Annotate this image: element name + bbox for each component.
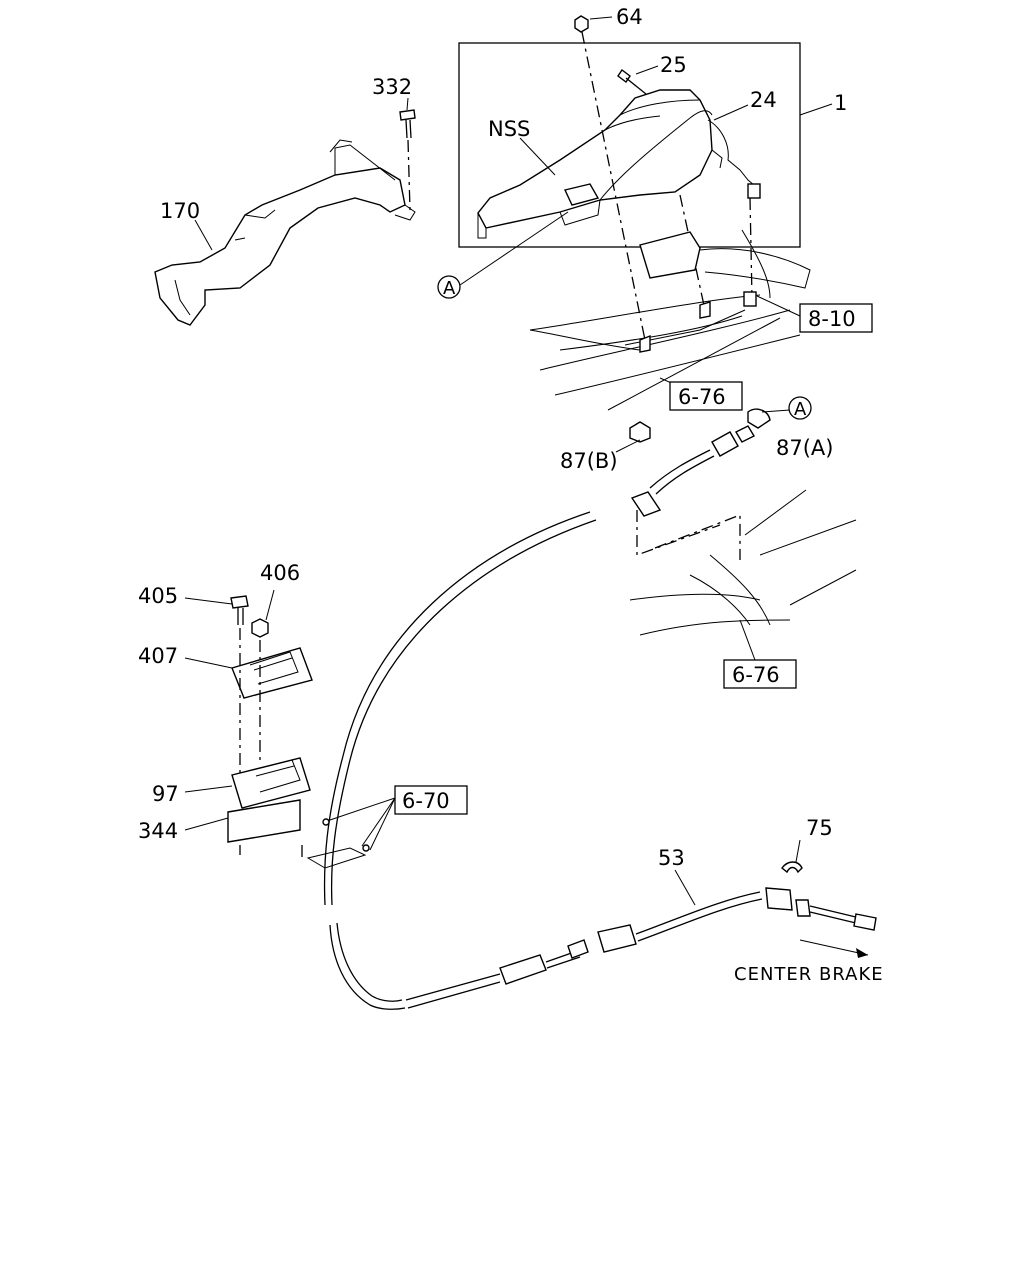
label-87b: 87(B): [560, 449, 618, 473]
floor-panel-mid: [629, 489, 857, 636]
ref-boxes: [394, 303, 873, 815]
label-332: 332: [372, 75, 412, 99]
label-407: 407: [138, 644, 178, 668]
ref-8-10: 8-10: [808, 307, 856, 331]
label-24: 24: [750, 88, 777, 112]
label-64: 64: [616, 5, 643, 29]
label-344: 344: [138, 819, 178, 843]
leader-lines: [184, 16, 869, 958]
console-170: [154, 109, 416, 326]
circle-markers: [437, 275, 812, 420]
label-1: 1: [834, 91, 847, 115]
label-nss: NSS: [488, 117, 530, 141]
labels: 64 25 24 1 332 NSS 170 A 8-10 6-76 A 87(…: [138, 5, 884, 985]
ref-6-76-mid: 6-76: [732, 663, 780, 687]
console-assembly-group: [458, 42, 801, 248]
label-25: 25: [660, 53, 687, 77]
brake-cable-53: [323, 408, 877, 1010]
label-97: 97: [152, 782, 179, 806]
label-87a: 87(A): [776, 436, 833, 460]
label-53: 53: [658, 846, 685, 870]
label-405: 405: [138, 584, 178, 608]
label-406: 406: [260, 561, 300, 585]
label-170: 170: [160, 199, 200, 223]
circle-a-right-label: A: [794, 399, 807, 420]
ref-6-76-top: 6-76: [678, 385, 726, 409]
label-75: 75: [806, 816, 833, 840]
bracket-assembly: [227, 595, 396, 869]
label-center-brake: CENTER BRAKE: [734, 964, 884, 985]
circle-a-top-label: A: [443, 278, 456, 299]
ref-6-70: 6-70: [402, 789, 450, 813]
floor-panel-top: [529, 229, 811, 411]
